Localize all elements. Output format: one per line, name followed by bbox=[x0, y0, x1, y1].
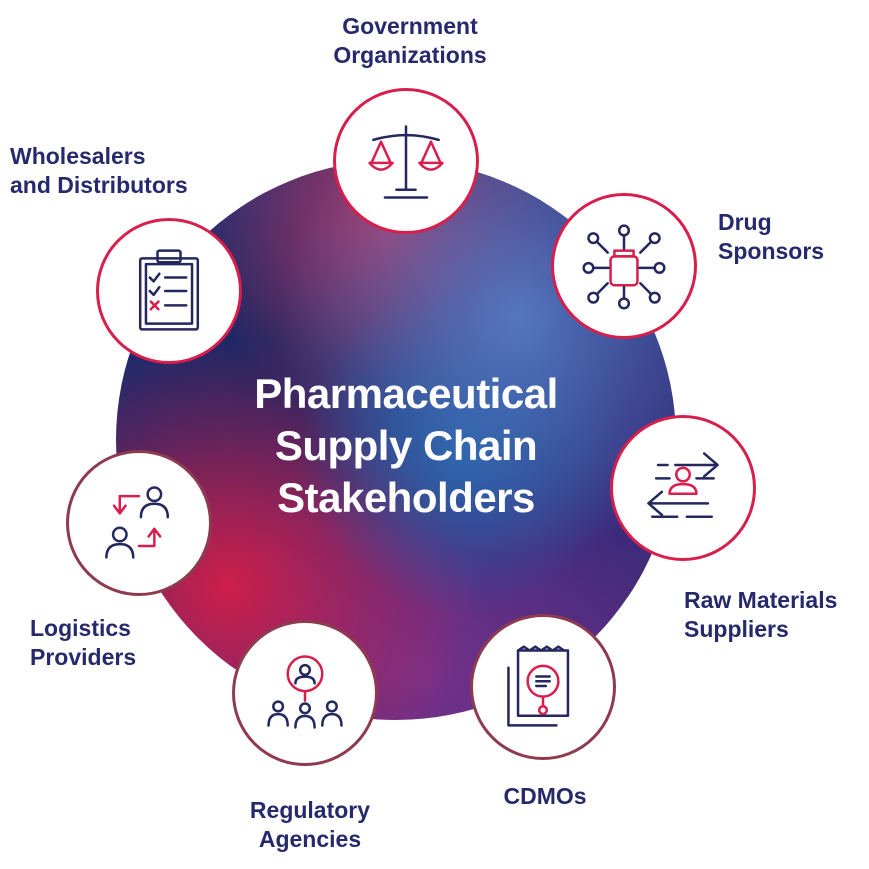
title-line-3: Stakeholders bbox=[277, 474, 535, 521]
node-logistics-providers bbox=[66, 450, 212, 596]
title-line-1: Pharmaceutical bbox=[254, 370, 558, 417]
people-transfer-icon bbox=[105, 486, 170, 559]
node-raw-materials-suppliers bbox=[610, 415, 756, 561]
node-cdmos bbox=[470, 614, 616, 760]
document-magnifier-icon bbox=[507, 645, 570, 727]
exchange-arrows-person-icon bbox=[647, 452, 719, 519]
diagram-title: Pharmaceutical Supply Chain Stakeholders bbox=[196, 368, 616, 524]
label-drug-sponsors: Drug Sponsors bbox=[718, 209, 825, 264]
title-line-2: Supply Chain bbox=[274, 422, 538, 469]
label-wholesalers-and-distributors: Wholesalers and Distributors bbox=[10, 143, 188, 198]
scales-icon bbox=[368, 125, 444, 199]
node-regulatory-agencies bbox=[232, 620, 378, 766]
people-magnifier-icon bbox=[267, 655, 343, 729]
drug-bottle-network-icon bbox=[582, 224, 666, 310]
label-logistics-providers: Logistics Providers bbox=[30, 615, 137, 670]
label-regulatory-agencies: Regulatory Agencies bbox=[249, 797, 371, 852]
node-wholesalers-and-distributors bbox=[96, 218, 242, 364]
node-government-organizations bbox=[333, 88, 479, 234]
clipboard-checklist-icon bbox=[138, 249, 200, 331]
label-raw-materials-suppliers: Raw Materials Suppliers bbox=[684, 587, 838, 642]
node-drug-sponsors bbox=[551, 193, 697, 339]
label-government-organizations: Government Organizations bbox=[333, 13, 487, 68]
label-cdmos: CDMOs bbox=[503, 783, 587, 809]
